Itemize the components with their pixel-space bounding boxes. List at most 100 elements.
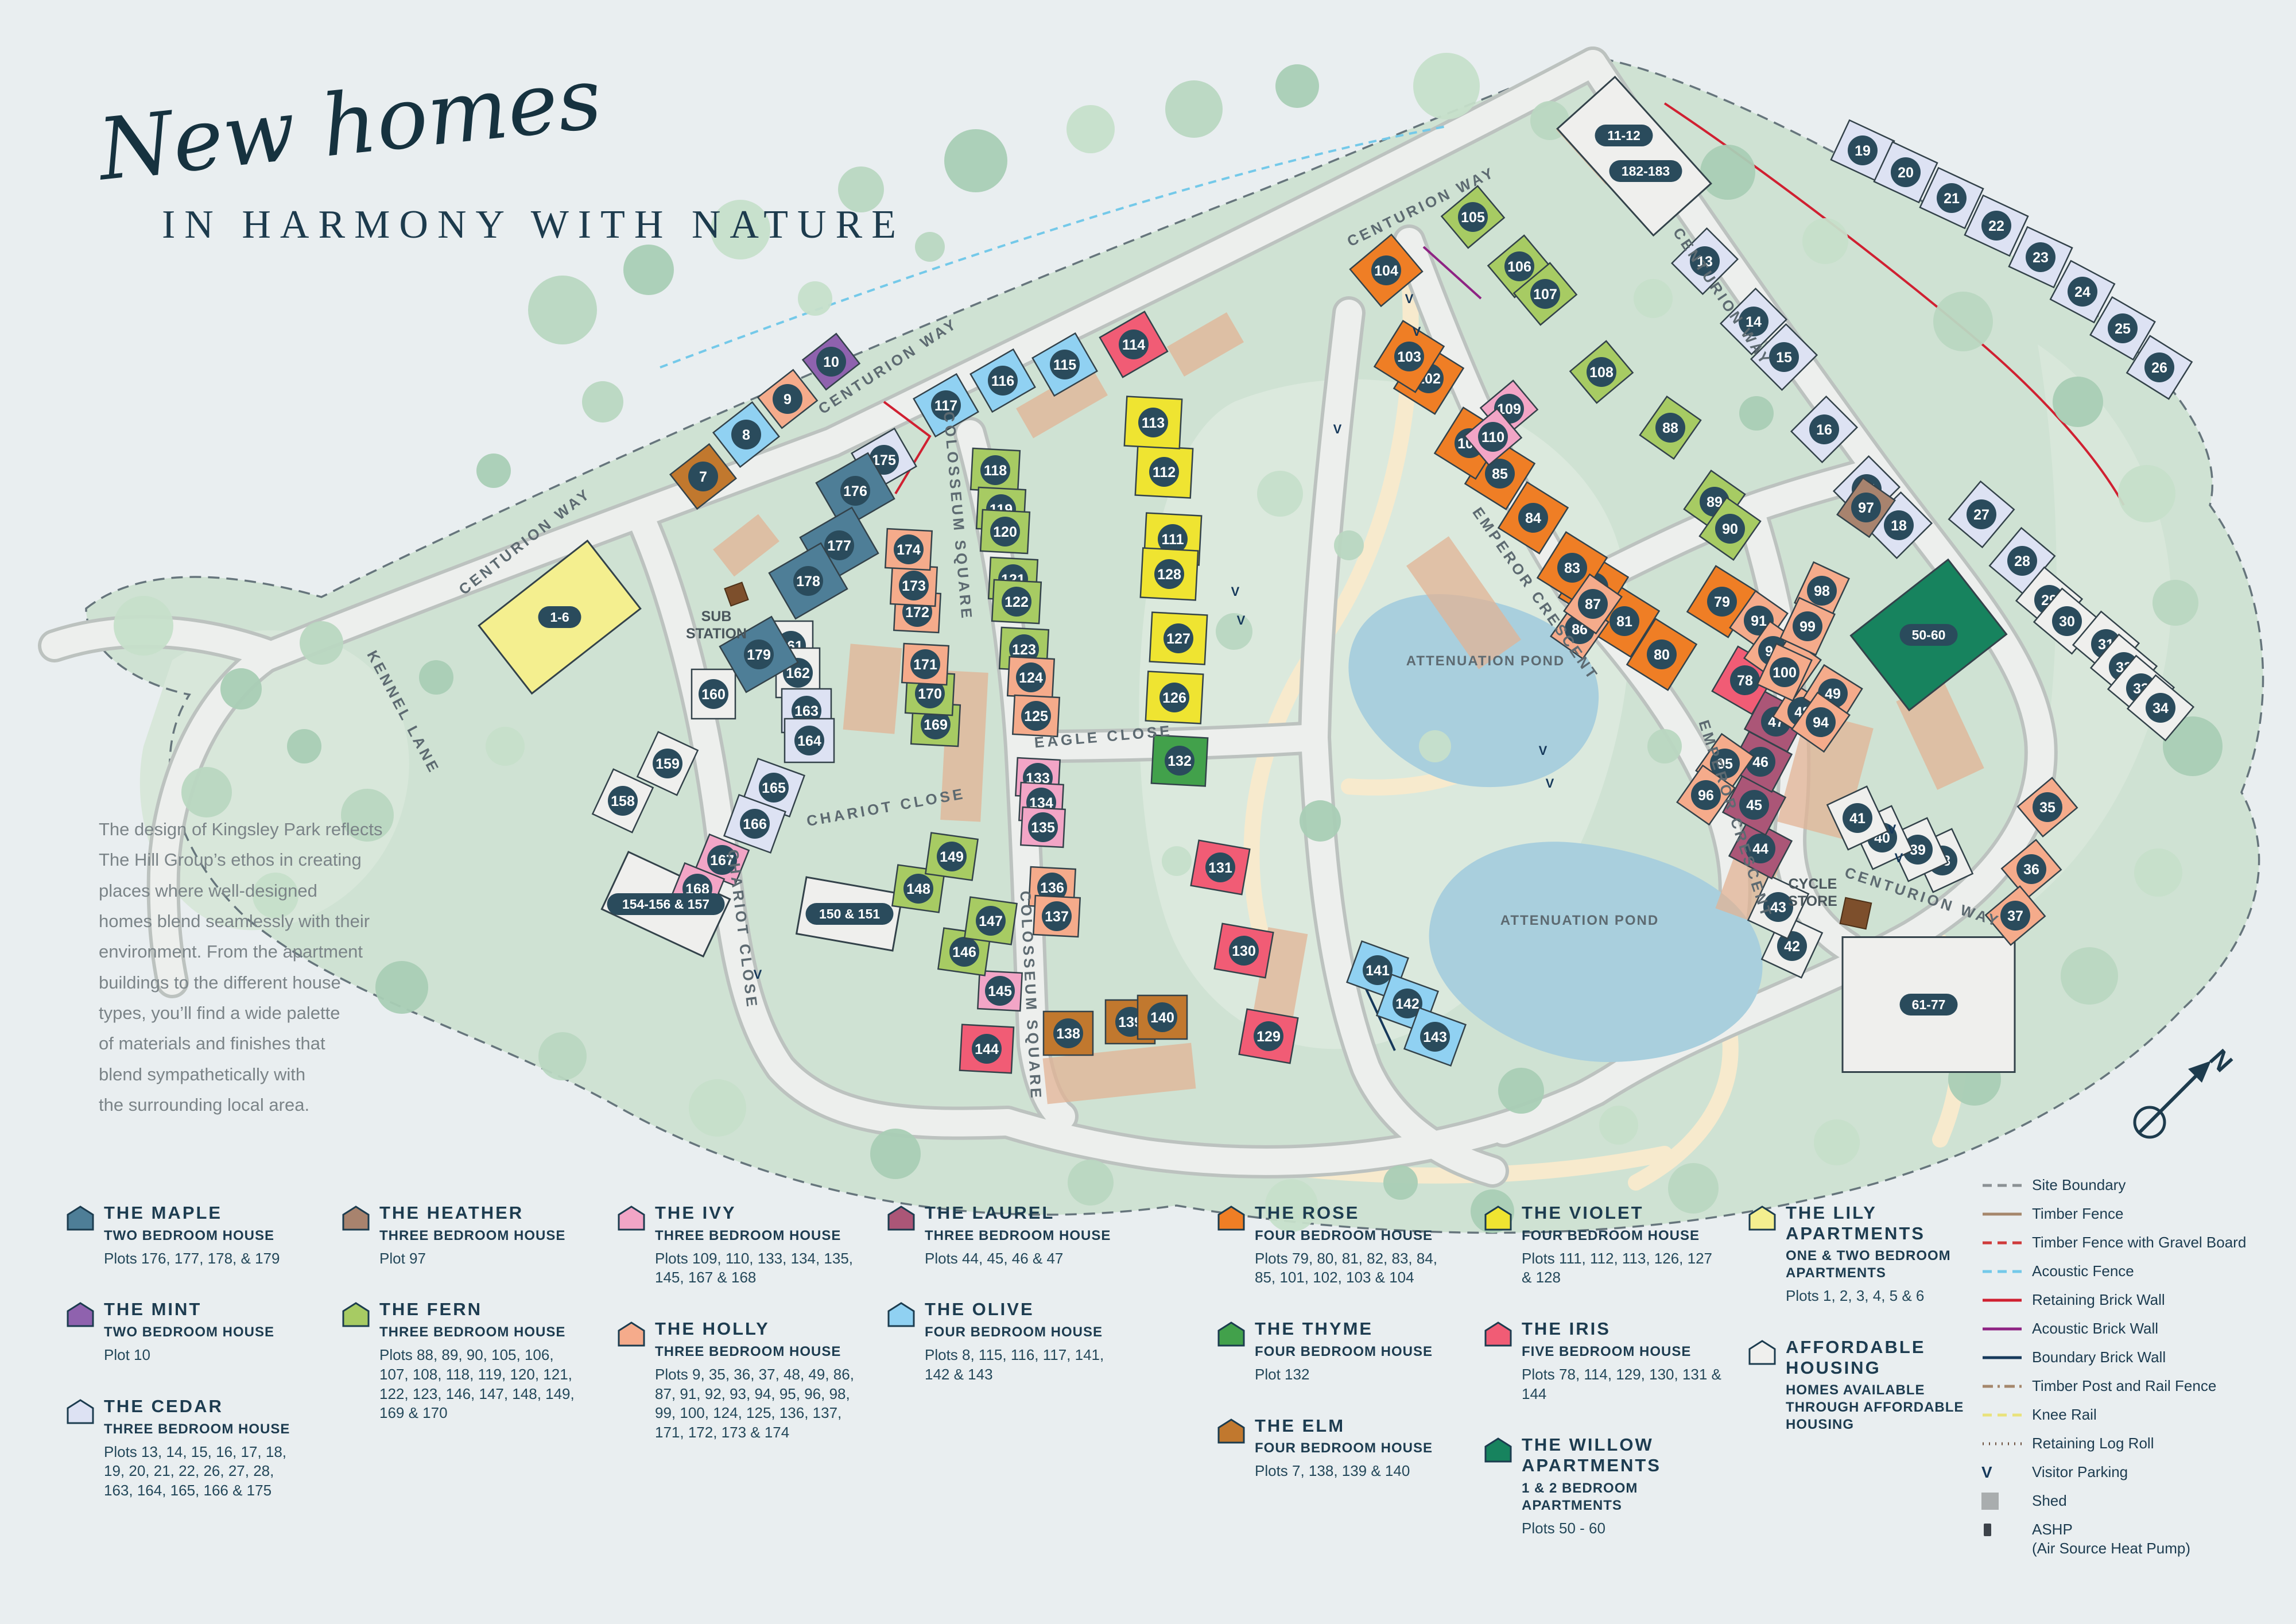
plot-marker: 112 [1134,445,1194,499]
svg-text:146: 146 [952,944,976,960]
house-type-fern: THE FERN THREE BEDROOM HOUSE Plots 88, 8… [342,1299,617,1423]
plot-marker: 90 [1698,497,1762,561]
north-arrow-label: N [2204,1044,2239,1078]
svg-text:27: 27 [1973,507,1989,523]
line-legend-label: Boundary Brick Wall [2032,1348,2166,1366]
house-icon-ivy [618,1206,645,1231]
plot-marker: 137 [1032,894,1081,938]
svg-text:158: 158 [611,793,635,809]
house-type-name: THE OLIVE [925,1299,1034,1320]
house-type-name: THE FERN [379,1299,482,1320]
plot-marker: 145 [977,970,1023,1012]
house-icon-thyme [1217,1321,1245,1347]
svg-text:34: 34 [2152,700,2169,716]
line-style-sample [1983,1212,2022,1216]
svg-text:43: 43 [1770,900,1786,916]
house-type-name: THE LILY APARTMENTS [1786,1203,1925,1243]
north-arrow: N [2133,1044,2239,1139]
plot-marker: 87 [1563,573,1623,635]
line-style-legend: Site Boundary Timber Fence Timber Fence … [1981,1171,2246,1557]
svg-text:81: 81 [1616,614,1632,630]
line-legend-label: Visitor Parking [2032,1463,2128,1481]
svg-text:141: 141 [1366,963,1390,979]
svg-text:127: 127 [1166,631,1190,647]
plot-marker: 114 [1099,311,1169,378]
svg-text:111: 111 [1162,532,1184,548]
line-legend-sublabel: (Air Source Heat Pump) [2032,1540,2190,1557]
plot-marker: 104 [1349,233,1424,308]
plot-marker: 117 [913,373,979,438]
line-legend-item: ASHP [1981,1516,2246,1544]
svg-text:9: 9 [784,392,792,408]
house-type-name: THE WILLOW APARTMENTS [1522,1435,1661,1476]
house-type-desc: THREE BEDROOM HOUSE [379,1227,566,1243]
svg-text:78: 78 [1737,673,1753,689]
svg-text:148: 148 [906,881,930,897]
house-type-name: THE HOLLY [655,1319,770,1339]
svg-text:126: 126 [1162,690,1186,706]
house-type-desc: FOUR BEDROOM HOUSE [925,1324,1103,1340]
svg-text:100: 100 [1773,665,1797,681]
plot-marker: 113 [1123,396,1183,449]
svg-text:44: 44 [1752,841,1768,857]
house-type-name: AFFORDABLE HOUSING [1786,1337,1926,1378]
house-type-plots: Plots 1, 2, 3, 4, 5 & 6 [1786,1287,1925,1305]
line-legend-item: Site Boundary [1981,1171,2246,1200]
svg-text:135: 135 [1031,820,1055,836]
plot-marker: 140 [1137,994,1188,1040]
svg-text:46: 46 [1752,754,1768,770]
house-type-lily: THE LILY APARTMENTS ONE & TWO BEDROOM AP… [1748,1203,2006,1306]
svg-text:25: 25 [2115,321,2131,337]
house-type-desc: ONE & TWO BEDROOM APARTMENTS [1786,1248,1951,1281]
svg-text:16: 16 [1816,422,1832,438]
house-icon-lily [1748,1206,1776,1231]
line-style-sample [1983,1413,2022,1417]
svg-text:94: 94 [1813,715,1829,731]
house-type-name: THE IRIS [1522,1319,1611,1339]
plot-marker: 128 [1139,547,1199,601]
plot-marker: 97 [1836,476,1896,538]
house-type-plots: Plots 88, 89, 90, 105, 106, 107, 108, 11… [379,1346,575,1422]
plot-marker: 34 [2126,674,2195,742]
svg-text:166: 166 [743,816,767,832]
house-type-olive: THE OLIVE FOUR BEDROOM HOUSE Plots 8, 11… [887,1299,1217,1384]
svg-text:169: 169 [924,717,948,733]
intro-paragraph: The design of Kingsley Park reflects The… [99,819,383,1115]
plot-marker: 171 [901,642,950,686]
line-legend-label: Timber Fence [2032,1205,2124,1223]
plot-marker: 28 [1988,526,2056,595]
house-icon-maple [67,1206,94,1231]
plot-marker: 105 [1440,185,1506,249]
house-type-plots: Plots 111, 112, 113, 126, 127 & 128 [1522,1249,1712,1286]
house-icon-affordable [1748,1340,1776,1365]
svg-text:108: 108 [1589,365,1614,381]
plot-marker: 26 [2126,335,2193,400]
plot-marker: 103 [1373,320,1445,393]
plot-marker: 27 [1948,480,2015,549]
line-style-sample [1983,1299,2022,1302]
line-style-sample [1983,1356,2022,1359]
legend-column: THE IVY THREE BEDROOM HOUSE Plots 109, 1… [617,1203,887,1569]
plot-marker: 9 [757,369,819,429]
house-type-plots: Plots 50 - 60 [1522,1519,1605,1537]
plot-marker: 164 [784,718,835,763]
house-type-desc: FIVE BEDROOM HOUSE [1522,1343,1692,1359]
line-legend-item: Timber Fence with Gravel Board [1981,1228,2246,1257]
line-legend-item: Retaining Log Roll [1981,1429,2246,1458]
svg-text:140: 140 [1150,1010,1174,1026]
svg-text:95: 95 [1717,756,1733,772]
line-legend-item: Retaining Brick Wall [1981,1286,2246,1315]
pond-label: ATTENUATION POND [1406,653,1565,669]
legend-column: THE MAPLE TWO BEDROOM HOUSE Plots 176, 1… [66,1203,342,1569]
house-type-legend: THE MAPLE TWO BEDROOM HOUSE Plots 176, 1… [66,1203,2006,1569]
visitor-parking-marker: V [1333,422,1342,436]
svg-text:154-156 & 157: 154-156 & 157 [622,897,709,912]
house-type-desc: FOUR BEDROOM HOUSE [1522,1227,1700,1243]
house-type-cedar: THE CEDAR THREE BEDROOM HOUSE Plots 13, … [66,1396,342,1501]
house-type-desc: TWO BEDROOM HOUSE [104,1227,274,1243]
house-type-mint: THE MINT TWO BEDROOM HOUSE Plot 10 [66,1299,342,1365]
svg-text:26: 26 [2151,360,2167,376]
